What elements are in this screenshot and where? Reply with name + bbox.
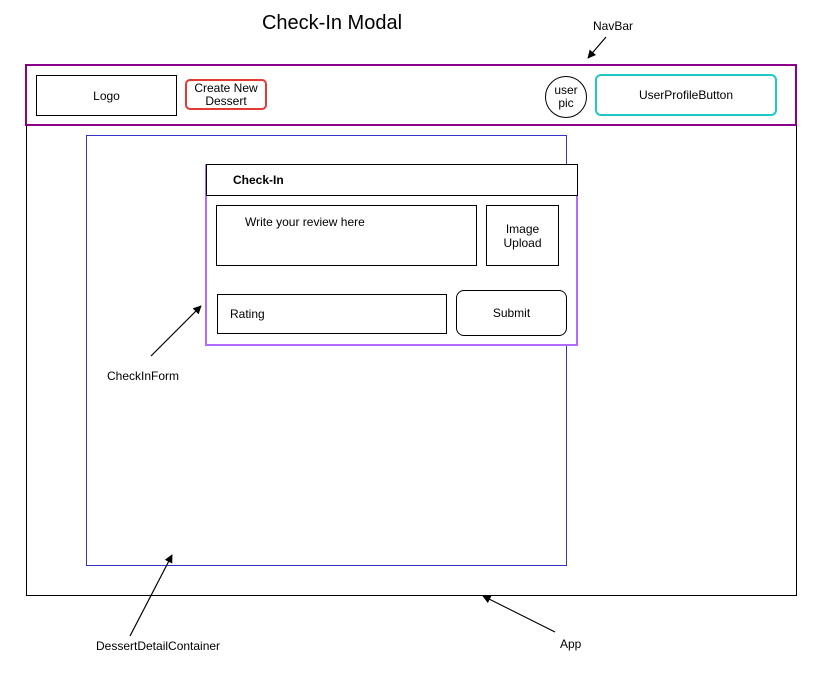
user-profile-button-label: UserProfileButton bbox=[638, 88, 734, 102]
checkin-form-header: Check-In bbox=[206, 164, 578, 196]
rating-label: Rating bbox=[230, 307, 265, 321]
review-placeholder: Write your review here bbox=[245, 215, 365, 229]
logo[interactable]: Logo bbox=[36, 75, 177, 116]
create-button-label-line1: Create New bbox=[194, 80, 258, 95]
user-profile-button[interactable]: UserProfileButton bbox=[595, 74, 777, 116]
app-annotation: App bbox=[560, 637, 582, 651]
page-title: Check-In Modal bbox=[261, 12, 403, 34]
create-new-dessert-button[interactable]: Create New Dessert bbox=[185, 79, 267, 110]
create-button-label-line2: Dessert bbox=[205, 93, 247, 108]
image-upload-label-line1: Image bbox=[505, 221, 540, 236]
app-arrow bbox=[482, 595, 556, 633]
dessert-detail-container bbox=[86, 135, 567, 566]
submit-button[interactable]: Submit bbox=[456, 290, 567, 336]
navbar-annotation: NavBar bbox=[593, 19, 634, 33]
checkinform-annotation: CheckInForm bbox=[107, 369, 180, 383]
rating-input[interactable]: Rating bbox=[217, 294, 447, 334]
image-upload-button[interactable]: Image Upload bbox=[486, 205, 559, 266]
user-pic-label-line1: user bbox=[554, 83, 578, 97]
logo-label: Logo bbox=[93, 88, 120, 103]
user-pic-label-line2: pic bbox=[558, 96, 574, 110]
image-upload-label-line2: Upload bbox=[503, 235, 542, 250]
checkin-form-title: Check-In bbox=[233, 173, 284, 187]
submit-button-label: Submit bbox=[492, 306, 531, 320]
review-textarea[interactable]: Write your review here bbox=[216, 205, 477, 266]
user-avatar[interactable]: user pic bbox=[545, 76, 587, 118]
navbar-arrow bbox=[587, 36, 607, 59]
dessert-detail-container-annotation: DessertDetailContainer bbox=[96, 639, 221, 653]
